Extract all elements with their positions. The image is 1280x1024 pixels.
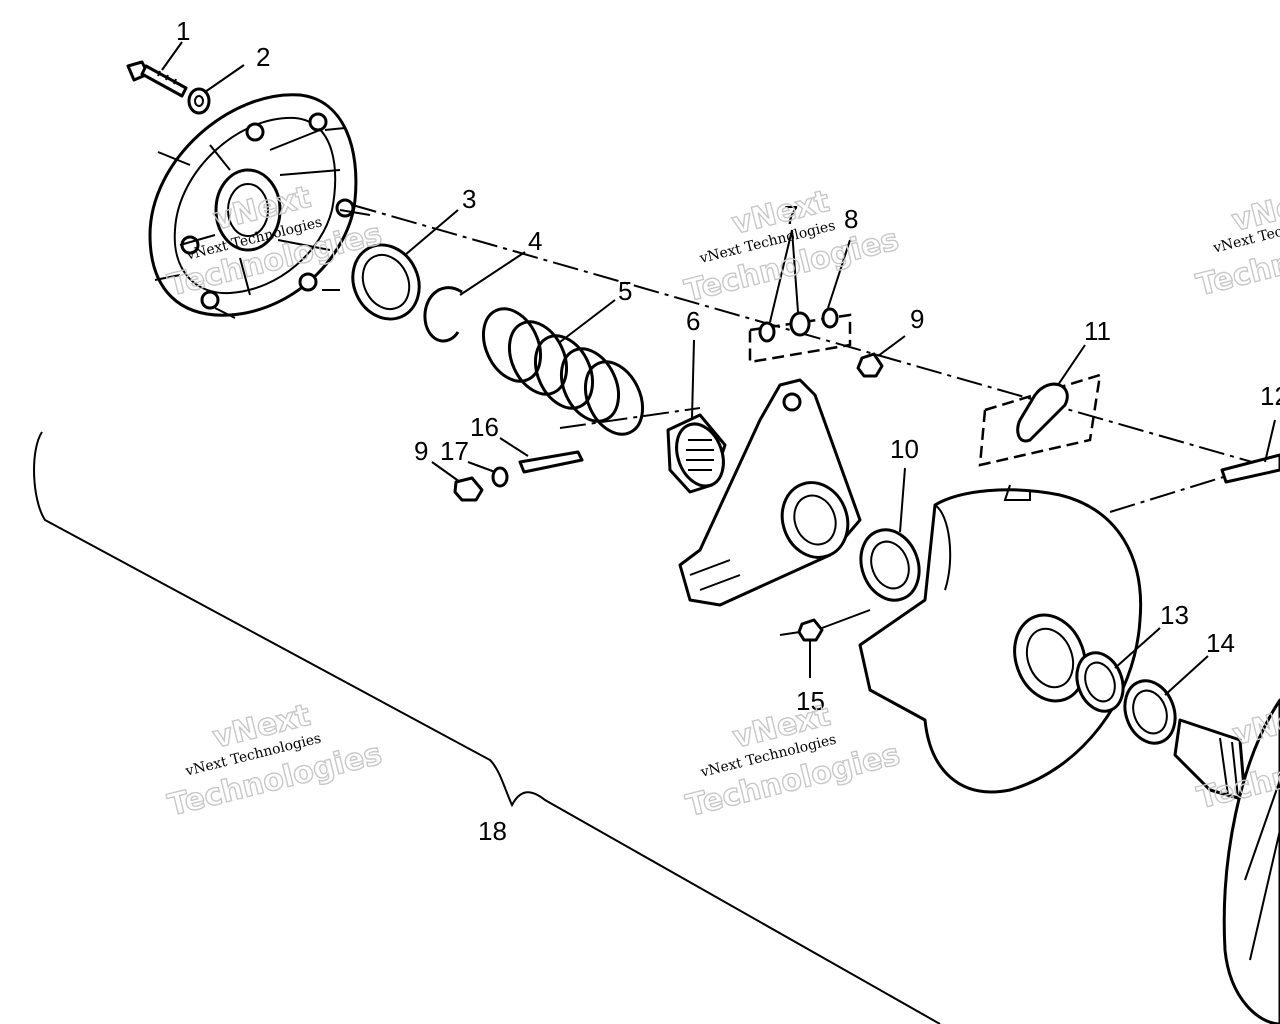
leader-6 xyxy=(691,339,695,419)
part-small-washer xyxy=(491,466,509,488)
leader-4 xyxy=(459,251,526,296)
watermark-bottom-left: vNext vNext Technologies Technologies xyxy=(164,697,386,824)
leader-3 xyxy=(404,209,459,256)
part-pin xyxy=(518,450,584,474)
leader-1 xyxy=(161,41,183,71)
part-cover-plate xyxy=(148,93,371,319)
part-washer xyxy=(187,87,211,115)
part-nut-right xyxy=(856,352,884,378)
callout-4: 4 xyxy=(528,226,542,256)
part-sleeve xyxy=(1075,651,1125,713)
part-bushing xyxy=(351,243,421,321)
leader-11 xyxy=(1057,344,1086,386)
callout-2: 2 xyxy=(256,42,270,72)
callout-16: 16 xyxy=(470,412,499,442)
leader-5 xyxy=(559,299,616,343)
callout-18: 18 xyxy=(478,816,507,846)
callout-6: 6 xyxy=(686,306,700,336)
callout-1: 1 xyxy=(176,16,190,46)
leader-9-left xyxy=(431,461,461,483)
callout-10: 10 xyxy=(890,434,919,464)
callout-17: 17 xyxy=(440,436,469,466)
callout-3: 3 xyxy=(462,184,476,214)
part-spring-cup xyxy=(666,413,727,494)
leader-2 xyxy=(204,64,245,93)
axis-lower-line xyxy=(559,407,701,429)
axis-right-line xyxy=(1109,474,1231,513)
part-snap-ring xyxy=(423,286,463,343)
leader-10 xyxy=(899,467,906,533)
callout-12: 12 xyxy=(1260,381,1280,411)
part-nut-left xyxy=(453,476,484,502)
leader-12 xyxy=(1264,419,1276,463)
callout-5: 5 xyxy=(618,276,632,306)
callout-11: 11 xyxy=(1084,316,1111,346)
callout-8: 8 xyxy=(844,204,858,234)
assembly-brace xyxy=(33,431,941,1024)
watermark-top-center: vNext vNext Technologies Technologies xyxy=(681,183,903,310)
axis-center-line xyxy=(229,169,1280,471)
part-spider-arm xyxy=(678,378,862,607)
part-shaft xyxy=(1173,698,1280,1024)
part-long-bolt xyxy=(1220,453,1280,484)
leader-8 xyxy=(827,239,851,309)
leader-9-right xyxy=(877,335,906,357)
part-bracket xyxy=(978,373,1102,467)
leader-17 xyxy=(467,461,496,473)
leader-14 xyxy=(1164,655,1209,696)
svg-text:vNext: vNext xyxy=(1229,695,1280,753)
part-spring xyxy=(481,307,645,436)
part-roller-kit xyxy=(748,307,852,364)
leader-13 xyxy=(1114,627,1161,669)
watermark-bottom-center: vNext vNext Technologies Technologies xyxy=(682,697,904,825)
callout-7: 7 xyxy=(784,200,798,230)
callout-15: 15 xyxy=(796,686,825,716)
watermark-top-right: vNext vNext Technologies Technologies xyxy=(1192,180,1280,304)
leader-7 xyxy=(769,229,799,323)
part-nut-bottom xyxy=(779,609,871,642)
part-thrust-washer xyxy=(859,528,921,602)
callout-9-right: 9 xyxy=(910,304,924,334)
leader-16 xyxy=(499,437,529,457)
part-moveable-sheave xyxy=(858,484,1143,794)
callout-14: 14 xyxy=(1206,628,1235,658)
part-seal xyxy=(1123,679,1177,745)
callout-9-left: 9 xyxy=(414,436,428,466)
part-bolt xyxy=(126,60,188,98)
callout-13: 13 xyxy=(1160,600,1189,630)
